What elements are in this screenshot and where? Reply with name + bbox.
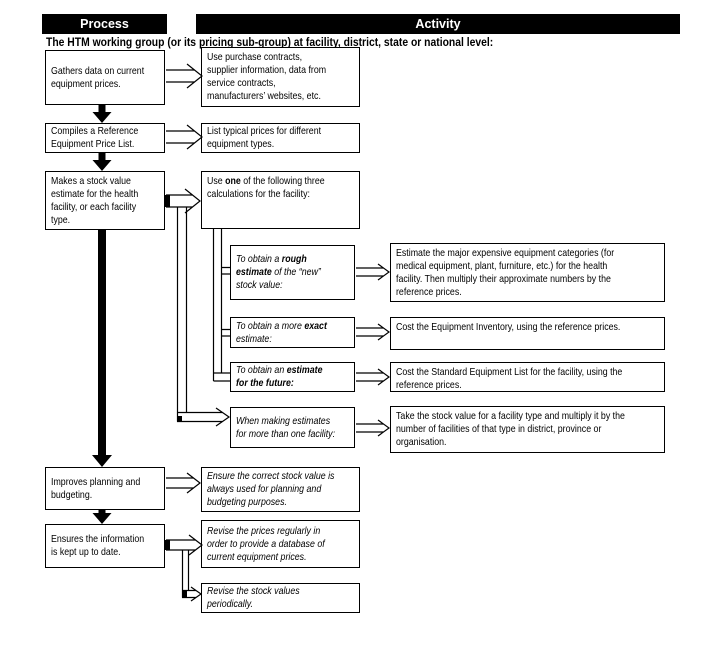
calc-result-exact-estimate: Cost the Equipment Inventory, using the … [390, 317, 665, 350]
calc-option-label: When making estimates for more than one … [236, 414, 336, 440]
arrow-rough-to-result [356, 263, 391, 281]
activity-label: Ensure the correct stock value is always… [207, 470, 335, 508]
process-step-compiles-list: Compiles a Reference Equipment Price Lis… [45, 123, 165, 153]
process-step-label: Compiles a Reference Equipment Price Lis… [51, 125, 139, 150]
flow-arrow-down-4 [92, 510, 112, 524]
calc-result-multiple-facilities: Take the stock value for a facility type… [390, 406, 665, 453]
connector-to-multiple-facilities [176, 207, 231, 427]
connector-to-revise-stock [181, 550, 203, 602]
calc-option-rough-estimate: To obtain a rough estimate of the “new” … [230, 245, 355, 300]
flow-arrow-down-2 [92, 152, 112, 171]
activity-label: List typical prices for different equipm… [207, 125, 322, 150]
arrow-estimate-to-activity [164, 188, 201, 214]
activity-price-list: List typical prices for different equipm… [201, 123, 360, 153]
arrow-improves-to-activity [166, 472, 201, 494]
activity-revise-prices: Revise the prices regularly in order to … [201, 520, 360, 568]
activity-revise-stock-values: Revise the stock values periodically. [201, 583, 360, 613]
arrow-future-to-result [356, 368, 391, 386]
process-column-header: Process [42, 14, 167, 34]
arrow-ensures-to-activity [164, 534, 203, 556]
arrow-exact-to-result [356, 323, 391, 341]
calc-option-label: To obtain an estimate for the future: [236, 364, 323, 389]
calc-result-label: Take the stock value for a facility type… [396, 410, 625, 448]
activity-column-header: Activity [196, 14, 680, 34]
flow-arrow-down-3 [92, 230, 112, 467]
process-step-label: Improves planning and budgeting. [51, 475, 141, 501]
diagram-subtitle-text: The HTM working group (or its pricing su… [46, 37, 494, 49]
diagram-subtitle: The HTM working group (or its pricing su… [46, 36, 686, 50]
process-step-label: Makes a stock value estimate for the hea… [51, 174, 139, 226]
process-step-improves-planning: Improves planning and budgeting. [45, 467, 165, 510]
calc-result-label: Cost the Equipment Inventory, using the … [396, 321, 621, 333]
calc-result-future-estimate: Cost the Standard Equipment List for the… [390, 362, 665, 392]
process-step-keeps-up-to-date: Ensures the information is kept up to da… [45, 524, 165, 568]
activity-label: Use purchase contracts, supplier informa… [207, 51, 327, 102]
activity-label: Revise the stock values periodically. [207, 585, 300, 610]
activity-column-header-label: Activity [415, 17, 461, 31]
calc-option-label: To obtain a more exact estimate: [236, 319, 327, 345]
calc-option-multiple-facilities: When making estimates for more than one … [230, 407, 355, 448]
process-step-label: Gathers data on current equipment prices… [51, 64, 145, 90]
arrow-compiles-to-activity [166, 124, 203, 150]
process-step-label: Ensures the information is kept up to da… [51, 533, 145, 558]
calc-option-future-estimate: To obtain an estimate for the future: [230, 362, 355, 392]
process-step-gathers-data: Gathers data on current equipment prices… [45, 50, 165, 105]
calc-option-label: To obtain a rough estimate of the “new” … [236, 253, 321, 291]
activity-label: Use one of the following three calculati… [207, 175, 325, 200]
flow-arrow-down-1 [92, 105, 112, 123]
connector-calculation-options [212, 229, 230, 382]
calc-result-label: Cost the Standard Equipment List for the… [396, 366, 623, 391]
activity-gather-data: Use purchase contracts, supplier informa… [201, 47, 360, 107]
calc-result-label: Estimate the major expensive equipment c… [396, 247, 615, 298]
process-column-header-label: Process [80, 17, 129, 31]
calc-option-exact-estimate: To obtain a more exact estimate: [230, 317, 355, 348]
arrow-multiple-to-result [356, 419, 391, 437]
process-step-stock-estimate: Makes a stock value estimate for the hea… [45, 171, 165, 230]
activity-use-one-calculation: Use one of the following three calculati… [201, 171, 360, 229]
activity-label: Revise the prices regularly in order to … [207, 524, 325, 563]
calc-result-rough-estimate: Estimate the major expensive equipment c… [390, 243, 665, 302]
arrow-gathers-to-activity [166, 63, 203, 89]
activity-ensure-stock-value: Ensure the correct stock value is always… [201, 467, 360, 512]
